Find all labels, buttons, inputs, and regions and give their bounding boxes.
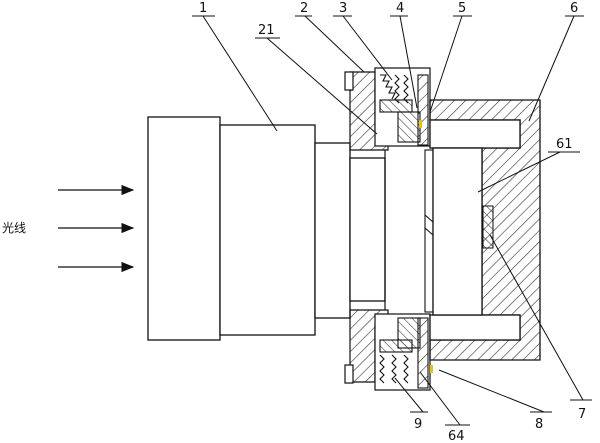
bolt-head-bottom bbox=[344, 364, 354, 384]
callout-1: 1 bbox=[199, 1, 207, 16]
part-5-bottom bbox=[417, 317, 429, 389]
camera-rear bbox=[147, 116, 221, 341]
leader-64 bbox=[419, 371, 461, 426]
camera-body bbox=[147, 116, 386, 341]
yellow-marker-top bbox=[419, 120, 422, 128]
callout-2: 2 bbox=[300, 1, 308, 16]
inner-chamber bbox=[432, 147, 483, 316]
part-7-insert bbox=[482, 205, 494, 249]
filter-plate bbox=[424, 149, 434, 313]
leader-61 bbox=[477, 151, 561, 193]
leader-lines bbox=[192, 15, 592, 426]
callout-64: 64 bbox=[448, 429, 465, 443]
leader-9 bbox=[394, 377, 424, 413]
light-label: 光线 bbox=[2, 221, 26, 235]
leader-7 bbox=[489, 234, 584, 401]
callout-21: 21 bbox=[258, 23, 275, 38]
leader-1 bbox=[202, 15, 278, 132]
housing-6-cavity-top bbox=[429, 119, 521, 149]
leader-5 bbox=[429, 15, 463, 113]
part-5-top bbox=[417, 74, 429, 146]
part-4-top bbox=[397, 111, 421, 143]
camera-front bbox=[314, 142, 351, 319]
callout-9: 9 bbox=[414, 417, 422, 432]
leader-6 bbox=[528, 15, 575, 122]
callout-7: 7 bbox=[578, 407, 586, 422]
callout-3: 3 bbox=[339, 1, 347, 16]
part-4-bottom bbox=[397, 317, 421, 349]
callout-6: 6 bbox=[570, 1, 578, 16]
callout-5: 5 bbox=[458, 1, 466, 16]
spring-top bbox=[379, 74, 413, 113]
bolt-head-top bbox=[344, 71, 354, 91]
leader-21 bbox=[266, 37, 378, 135]
callout-61: 61 bbox=[556, 137, 573, 152]
leader-8 bbox=[438, 369, 545, 413]
leader-3 bbox=[342, 15, 393, 81]
yellow-marker-bottom bbox=[430, 365, 433, 373]
camera-mid bbox=[219, 124, 316, 336]
light-arrows bbox=[58, 184, 135, 273]
inner-parts bbox=[397, 74, 433, 389]
callout-8: 8 bbox=[535, 417, 543, 432]
lens-barrel bbox=[349, 157, 386, 302]
callout-labels: 1 2 3 4 5 6 21 61 7 8 9 64 bbox=[199, 1, 586, 443]
housing-6-cavity-bottom bbox=[429, 314, 521, 341]
callout-4: 4 bbox=[396, 1, 404, 16]
leader-2 bbox=[304, 15, 365, 73]
leader-4 bbox=[399, 15, 418, 109]
